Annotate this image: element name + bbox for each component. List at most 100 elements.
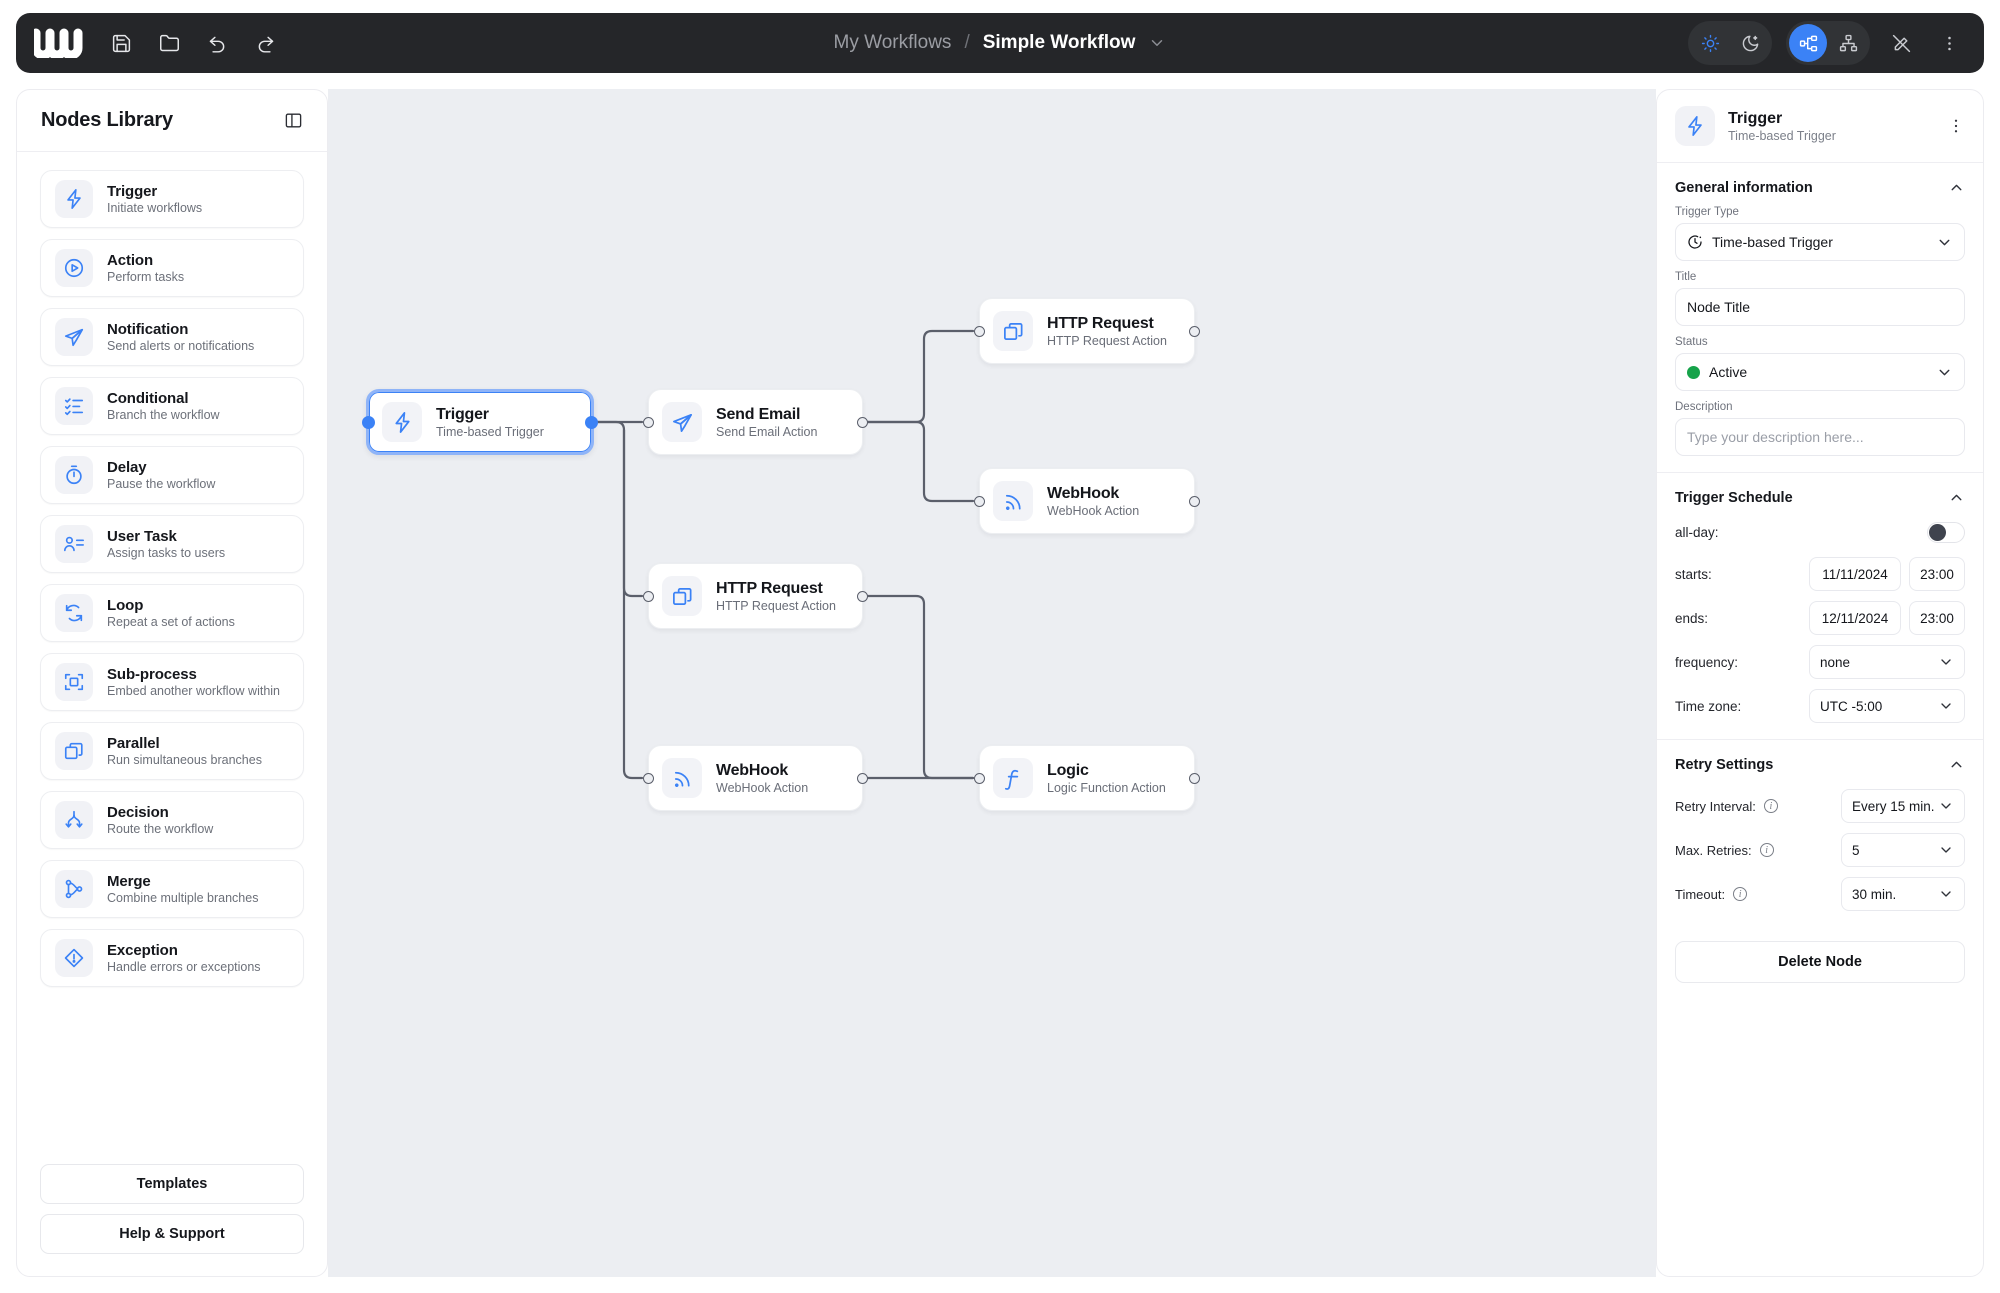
- library-item-label: Trigger: [107, 183, 158, 200]
- more-options-icon[interactable]: [1932, 26, 1966, 60]
- chevron-up-icon[interactable]: [1948, 179, 1965, 196]
- library-item-desc: Embed another workflow within: [107, 684, 280, 698]
- ends-date-input[interactable]: 12/11/2024: [1809, 601, 1901, 635]
- chevron-down-icon[interactable]: [1938, 654, 1954, 670]
- library-item-desc: Assign tasks to users: [107, 546, 226, 560]
- library-item-trigger[interactable]: Trigger Initiate workflows: [40, 170, 304, 228]
- library-item-notification[interactable]: Notification Send alerts or notification…: [40, 308, 304, 366]
- section-retry-header[interactable]: Retry Settings: [1675, 756, 1965, 773]
- dark-mode-icon[interactable]: [1731, 24, 1769, 62]
- info-icon[interactable]: i: [1759, 843, 1774, 857]
- node-input-handle[interactable]: [974, 325, 985, 337]
- library-item-conditional[interactable]: Conditional Branch the workflow: [40, 377, 304, 435]
- library-item-action[interactable]: Action Perform tasks: [40, 239, 304, 297]
- node-output-handle[interactable]: [1189, 772, 1200, 784]
- library-item-label: User Task: [107, 528, 177, 545]
- lightning-icon: [1675, 106, 1715, 146]
- frequency-select[interactable]: none: [1809, 645, 1965, 679]
- horizontal-layout-icon[interactable]: [1789, 24, 1827, 62]
- help-support-button[interactable]: Help & Support: [40, 1214, 304, 1254]
- alert-diamond-icon: [55, 939, 93, 977]
- node-input-handle[interactable]: [643, 772, 654, 784]
- magic-wand-off-icon[interactable]: [1884, 26, 1918, 60]
- library-item-user-task[interactable]: User Task Assign tasks to users: [40, 515, 304, 573]
- chevron-down-icon[interactable]: [1936, 364, 1953, 381]
- node-output-handle[interactable]: [857, 590, 868, 602]
- canvas-node-webhook-bottom[interactable]: WebHook WebHook Action: [643, 745, 868, 811]
- timer-icon: [55, 456, 93, 494]
- node-input-handle[interactable]: [974, 495, 985, 507]
- section-schedule-header[interactable]: Trigger Schedule: [1675, 489, 1965, 506]
- panel-collapse-icon[interactable]: [284, 111, 303, 130]
- retry-interval-select[interactable]: Every 15 min.: [1841, 789, 1965, 823]
- canvas-node-http-request-mid[interactable]: HTTP Request HTTP Request Action: [643, 563, 868, 629]
- canvas-node-logic[interactable]: Logic Logic Function Action: [974, 745, 1200, 811]
- chevron-up-icon[interactable]: [1948, 756, 1965, 773]
- function-icon: [993, 758, 1033, 798]
- library-item-exception[interactable]: Exception Handle errors or exceptions: [40, 929, 304, 987]
- library-item-desc: Combine multiple branches: [107, 891, 259, 905]
- node-input-handle[interactable]: [362, 415, 375, 429]
- library-item-desc: Branch the workflow: [107, 408, 220, 422]
- chevron-down-icon[interactable]: [1938, 886, 1954, 902]
- timezone-select[interactable]: UTC -5:00: [1809, 689, 1965, 723]
- all-day-toggle[interactable]: [1927, 522, 1965, 543]
- library-item-merge[interactable]: Merge Combine multiple branches: [40, 860, 304, 918]
- undo-icon[interactable]: [204, 30, 230, 56]
- ends-time-input[interactable]: 23:00: [1909, 601, 1965, 635]
- delete-node-button[interactable]: Delete Node: [1675, 941, 1965, 983]
- node-input-handle[interactable]: [643, 590, 654, 602]
- app-logo[interactable]: [31, 28, 86, 60]
- max-retries-select[interactable]: 5: [1841, 833, 1965, 867]
- node-output-handle[interactable]: [1189, 495, 1200, 507]
- vertical-layout-icon[interactable]: [1829, 24, 1867, 62]
- node-output-handle[interactable]: [857, 772, 868, 784]
- node-output-handle[interactable]: [585, 415, 598, 429]
- save-icon[interactable]: [108, 30, 134, 56]
- chevron-down-icon[interactable]: [1938, 698, 1954, 714]
- light-mode-icon[interactable]: [1691, 24, 1729, 62]
- field-label: Trigger Type: [1675, 206, 1739, 218]
- status-select[interactable]: Active: [1675, 353, 1965, 391]
- breadcrumb-current[interactable]: Simple Workflow: [982, 32, 1136, 53]
- library-item-delay[interactable]: Delay Pause the workflow: [40, 446, 304, 504]
- node-title-input[interactable]: Node Title: [1675, 288, 1965, 326]
- workflow-canvas[interactable]: Trigger Time-based Trigger Send Email Se…: [328, 89, 1656, 1277]
- chevron-down-icon[interactable]: [1938, 798, 1954, 814]
- library-item-sub-process[interactable]: Sub-process Embed another workflow withi…: [40, 653, 304, 711]
- node-input-handle[interactable]: [643, 416, 654, 428]
- nodes-library-sidebar: Nodes Library Trigger Initiate workflows: [16, 89, 328, 1277]
- starts-date-input[interactable]: 11/11/2024: [1809, 557, 1901, 591]
- layers-icon: [993, 311, 1033, 351]
- info-icon[interactable]: i: [1763, 799, 1778, 813]
- node-output-handle[interactable]: [1189, 325, 1200, 337]
- node-output-handle[interactable]: [857, 416, 868, 428]
- redo-icon[interactable]: [252, 30, 278, 56]
- library-item-loop[interactable]: Loop Repeat a set of actions: [40, 584, 304, 642]
- node-subtitle: Time-based Trigger: [436, 424, 544, 439]
- more-options-icon[interactable]: [1947, 117, 1965, 135]
- description-input[interactable]: Type your description here...: [1675, 418, 1965, 456]
- section-general-header[interactable]: General information: [1675, 179, 1965, 196]
- node-input-handle[interactable]: [974, 772, 985, 784]
- breadcrumb: My Workflows / Simple Workflow: [16, 13, 1984, 73]
- library-item-decision[interactable]: Decision Route the workflow: [40, 791, 304, 849]
- timeout-select[interactable]: 30 min.: [1841, 877, 1965, 911]
- chevron-up-icon[interactable]: [1948, 489, 1965, 506]
- max-retries-label: Max. Retries:: [1675, 842, 1752, 858]
- chevron-down-icon[interactable]: [1938, 842, 1954, 858]
- trigger-type-select[interactable]: Time-based Trigger: [1675, 223, 1965, 261]
- chevron-down-icon[interactable]: [1148, 34, 1166, 52]
- canvas-node-webhook-top[interactable]: WebHook WebHook Action: [974, 468, 1200, 534]
- breadcrumb-parent[interactable]: My Workflows: [833, 32, 952, 53]
- library-item-parallel[interactable]: Parallel Run simultaneous branches: [40, 722, 304, 780]
- open-folder-icon[interactable]: [156, 30, 182, 56]
- node-title: HTTP Request: [716, 579, 823, 597]
- info-icon[interactable]: i: [1733, 887, 1748, 901]
- starts-time-input[interactable]: 23:00: [1909, 557, 1965, 591]
- canvas-node-send-email[interactable]: Send Email Send Email Action: [643, 389, 868, 455]
- templates-button[interactable]: Templates: [40, 1164, 304, 1204]
- canvas-node-http-request-top[interactable]: HTTP Request HTTP Request Action: [974, 298, 1200, 364]
- chevron-down-icon[interactable]: [1936, 234, 1953, 251]
- canvas-node-trigger[interactable]: Trigger Time-based Trigger: [362, 389, 598, 455]
